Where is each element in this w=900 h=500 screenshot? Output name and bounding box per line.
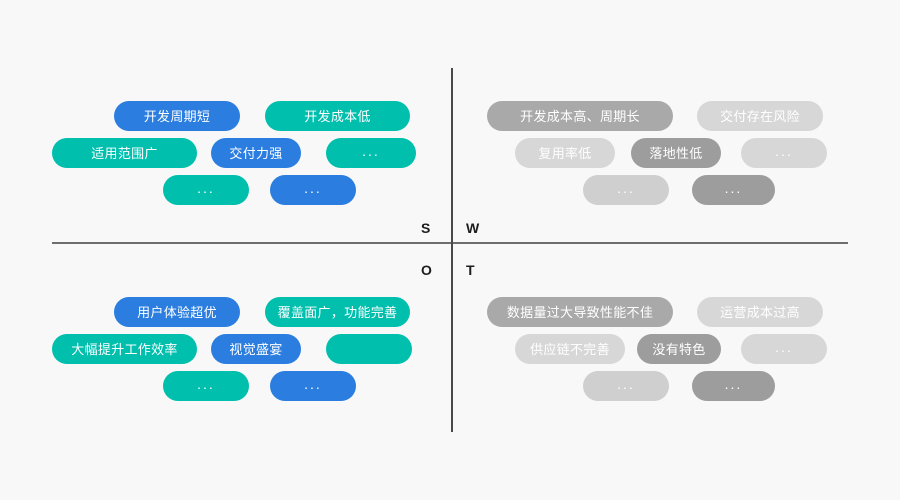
swot-pill-weaknesses-6[interactable]: ...	[583, 175, 669, 205]
swot-pill-opportunities-4[interactable]: 视觉盛宴	[211, 334, 301, 364]
swot-pill-strengths-2[interactable]: 开发成本低	[265, 101, 410, 131]
quadrant-letter-w: W	[466, 220, 480, 236]
swot-pill-label: 视觉盛宴	[229, 341, 283, 357]
vertical-axis-line	[451, 68, 453, 432]
swot-pill-label: 供应链不完善	[530, 341, 610, 357]
swot-pill-weaknesses-5[interactable]: ...	[741, 138, 827, 168]
swot-pill-weaknesses-2[interactable]: 交付存在风险	[697, 101, 823, 131]
swot-pill-label: 大幅提升工作效率	[71, 341, 178, 357]
swot-pill-weaknesses-1[interactable]: 开发成本高、周期长	[487, 101, 673, 131]
swot-pill-label: ...	[775, 143, 793, 159]
swot-pill-threats-4[interactable]: 没有特色	[637, 334, 721, 364]
swot-pill-opportunities-2[interactable]: 覆盖面广，功能完善	[265, 297, 410, 327]
swot-pill-label: 开发成本低	[304, 108, 371, 124]
swot-pill-threats-6[interactable]: ...	[583, 371, 669, 401]
swot-pill-threats-1[interactable]: 数据量过大导致性能不佳	[487, 297, 673, 327]
swot-pill-label: 运营成本过高	[720, 304, 800, 320]
swot-pill-strengths-4[interactable]: 交付力强	[211, 138, 301, 168]
swot-pill-opportunities-6[interactable]: ...	[163, 371, 249, 401]
swot-pill-strengths-3[interactable]: 适用范围广	[52, 138, 197, 168]
swot-pill-label: ...	[197, 376, 215, 392]
swot-pill-label: ...	[617, 376, 635, 392]
quadrant-letter-t: T	[466, 262, 476, 278]
swot-pill-label: ...	[197, 180, 215, 196]
swot-pill-label: 交付存在风险	[720, 108, 800, 124]
quadrant-letter-s: S	[421, 220, 431, 236]
quadrant-letter-o: O	[421, 262, 433, 278]
swot-pill-label: 复用率低	[538, 145, 592, 161]
swot-pill-opportunities-3[interactable]: 大幅提升工作效率	[52, 334, 197, 364]
swot-pill-label: 用户体验超优	[137, 304, 217, 320]
swot-pill-weaknesses-7[interactable]: ...	[692, 175, 775, 205]
swot-pill-opportunities-1[interactable]: 用户体验超优	[114, 297, 240, 327]
swot-pill-label: 适用范围广	[91, 145, 158, 161]
swot-pill-label: 覆盖面广，功能完善	[277, 304, 398, 320]
swot-pill-label: ...	[724, 180, 743, 196]
swot-pill-weaknesses-4[interactable]: 落地性低	[631, 138, 721, 168]
swot-pill-threats-7[interactable]: ...	[692, 371, 775, 401]
swot-pill-label: 开发成本高、周期长	[520, 108, 640, 124]
swot-pill-label: ...	[724, 376, 743, 392]
swot-pill-label: 开发周期短	[143, 108, 211, 124]
swot-pill-label: 数据量过大导致性能不佳	[506, 304, 654, 320]
swot-pill-strengths-1[interactable]: 开发周期短	[114, 101, 240, 131]
swot-pill-label: ...	[775, 339, 793, 355]
swot-pill-label: ...	[617, 180, 635, 196]
swot-pill-opportunities-5[interactable]	[326, 334, 412, 364]
swot-pill-threats-5[interactable]: ...	[741, 334, 827, 364]
swot-pill-label: ...	[304, 180, 322, 196]
swot-pill-strengths-7[interactable]: ...	[270, 175, 356, 205]
swot-pill-threats-3[interactable]: 供应链不完善	[515, 334, 625, 364]
swot-pill-opportunities-7[interactable]: ...	[270, 371, 356, 401]
swot-pill-label: 落地性低	[649, 145, 703, 161]
swot-pill-label: 交付力强	[229, 145, 283, 161]
swot-pill-label: ...	[304, 376, 322, 392]
swot-pill-label: ...	[362, 143, 380, 159]
swot-pill-weaknesses-3[interactable]: 复用率低	[515, 138, 615, 168]
swot-pill-threats-2[interactable]: 运营成本过高	[697, 297, 823, 327]
horizontal-axis-line	[52, 242, 848, 244]
swot-pill-strengths-5[interactable]: ...	[326, 138, 416, 168]
swot-pill-label: 没有特色	[652, 341, 706, 357]
swot-pill-strengths-6[interactable]: ...	[163, 175, 249, 205]
